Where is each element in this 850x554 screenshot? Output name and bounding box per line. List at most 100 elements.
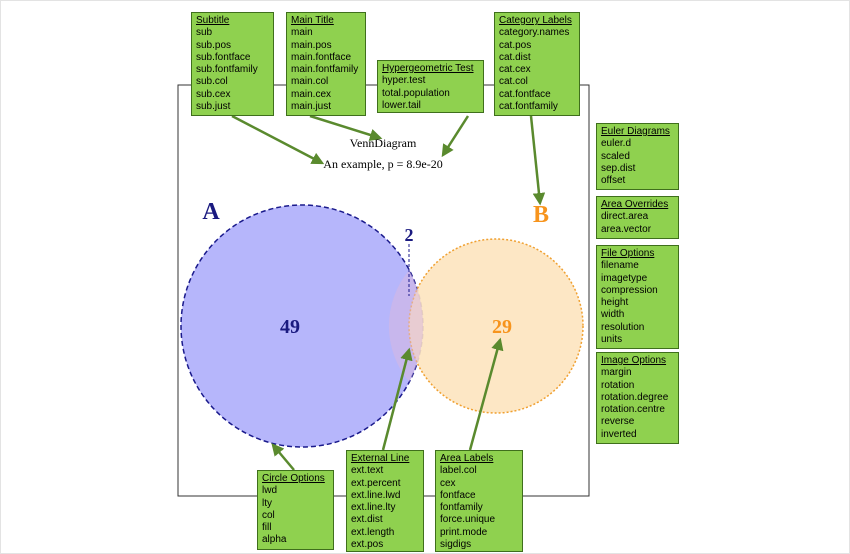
box-item: alpha — [262, 534, 287, 546]
box-item: cat.col — [499, 76, 528, 88]
arrow-category-labels — [529, 115, 546, 206]
box-title: File Options — [601, 248, 655, 259]
box-item: main.fontface — [291, 51, 352, 63]
box-title: Image Options — [601, 355, 667, 366]
box-item: main.pos — [291, 39, 332, 51]
box-item: units — [601, 334, 623, 346]
box-title: Category Labels — [499, 15, 572, 26]
box-item: main.col — [291, 76, 329, 88]
box-item: scaled — [601, 150, 630, 162]
box-item: inverted — [601, 428, 637, 440]
box-item: fill — [262, 522, 272, 534]
box-title: Main Title — [291, 15, 334, 26]
box-item: fontfamily — [440, 502, 483, 514]
box-item: lty — [262, 497, 272, 509]
box-item: cat.fontfamily — [499, 101, 558, 113]
box-item: resolution — [601, 321, 645, 333]
box-item: category.names — [499, 27, 570, 39]
box-item: ext.line.lty — [351, 502, 396, 514]
count-a-only: 49 — [280, 316, 300, 338]
box-item: width — [601, 309, 625, 321]
box-item: height — [601, 297, 629, 309]
external-line-options-box: External Line ext.text ext.percent ext.l… — [346, 450, 424, 552]
arrow-main-title — [309, 114, 383, 141]
box-item: sub — [196, 27, 213, 39]
subtitle-options-box: Subtitle sub sub.pos sub.fontface sub.fo… — [191, 12, 274, 116]
box-item: lower.tail — [382, 99, 421, 111]
overlap-region — [388, 270, 424, 382]
box-item: main.fontfamily — [291, 64, 359, 76]
arrow-area-labels — [468, 337, 504, 451]
box-item: print.mode — [440, 526, 488, 538]
box-item: sub.col — [196, 76, 228, 88]
area-overrides-options-box: Area Overrides direct.area area.vector — [596, 196, 679, 239]
count-b-only: 29 — [492, 316, 512, 338]
box-item: main.just — [291, 101, 332, 113]
euler-options-box: Euler Diagrams euler.d scaled sep.dist o… — [596, 123, 679, 190]
box-title: Area Labels — [440, 453, 494, 464]
box-item: rotation.degree — [601, 391, 669, 403]
box-item: margin — [601, 367, 632, 379]
area-labels-options-box: Area Labels label.col cex fontface fontf… — [435, 450, 523, 552]
arrow-subtitle — [231, 114, 325, 165]
circle-options-box: Circle Options lwd lty col fill alpha — [257, 470, 334, 550]
arrow-external-line — [381, 347, 413, 451]
box-title: Circle Options — [262, 473, 325, 484]
box-item: sigdigs — [440, 539, 472, 551]
box-item: ext.percent — [351, 477, 401, 489]
box-item: ext.text — [351, 465, 384, 477]
box-title: Euler Diagrams — [601, 126, 670, 137]
set-b-label: B — [533, 202, 549, 228]
box-item: ext.dist — [351, 514, 383, 526]
box-item: imagetype — [601, 272, 648, 284]
box-item: main.cex — [291, 88, 332, 100]
box-item: ext.line.lwd — [351, 489, 401, 501]
box-item: fontface — [440, 489, 476, 501]
box-item: ext.pos — [351, 539, 384, 551]
box-item: force.unique — [440, 514, 496, 526]
box-item: sub.fontface — [196, 51, 251, 63]
box-title: Hypergeometric Test — [382, 63, 474, 74]
box-item: label.col — [440, 465, 477, 477]
box-title: Subtitle — [196, 15, 230, 26]
box-item: main — [291, 27, 313, 39]
hypergeometric-options-box: Hypergeometric Test hyper.test total.pop… — [377, 60, 484, 113]
subtitle: An example, p = 8.9e-20 — [323, 157, 442, 171]
main-title-options-box: Main Title main main.pos main.fontface m… — [286, 12, 366, 116]
box-item: hyper.test — [382, 75, 426, 87]
arrow-hypergeometric — [441, 115, 470, 158]
box-item: sep.dist — [601, 162, 636, 174]
box-title: External Line — [351, 453, 410, 464]
box-item: euler.d — [601, 138, 632, 150]
box-item: rotation.centre — [601, 404, 665, 416]
box-item: col — [262, 509, 275, 521]
box-item: compression — [601, 284, 658, 296]
box-item: rotation — [601, 379, 635, 391]
box-item: cat.dist — [499, 51, 531, 63]
box-item: area.vector — [601, 223, 652, 235]
box-item: total.population — [382, 87, 450, 99]
image-options-box: Image Options margin rotation rotation.d… — [596, 352, 679, 444]
main-title: VennDiagram — [350, 136, 417, 150]
box-item: ext.length — [351, 526, 395, 538]
box-item: cat.fontface — [499, 88, 551, 100]
arrow-circle-options — [271, 443, 295, 471]
box-item: sub.fontfamily — [196, 64, 258, 76]
box-item: cat.pos — [499, 39, 532, 51]
box-item: cex — [440, 477, 456, 489]
box-item: offset — [601, 175, 626, 187]
count-overlap: 2 — [405, 225, 414, 245]
box-item: direct.area — [601, 211, 649, 223]
box-title: Area Overrides — [601, 199, 669, 210]
set-a-label: A — [202, 199, 220, 225]
file-options-box: File Options filename imagetype compress… — [596, 245, 679, 349]
box-item: reverse — [601, 416, 635, 428]
category-labels-options-box: Category Labels category.names cat.pos c… — [494, 12, 580, 116]
box-item: sub.cex — [196, 88, 231, 100]
box-item: filename — [601, 260, 639, 272]
set-a-circle — [180, 204, 424, 448]
box-item: sub.just — [196, 101, 231, 113]
box-item: lwd — [262, 485, 278, 497]
box-item: sub.pos — [196, 39, 232, 51]
